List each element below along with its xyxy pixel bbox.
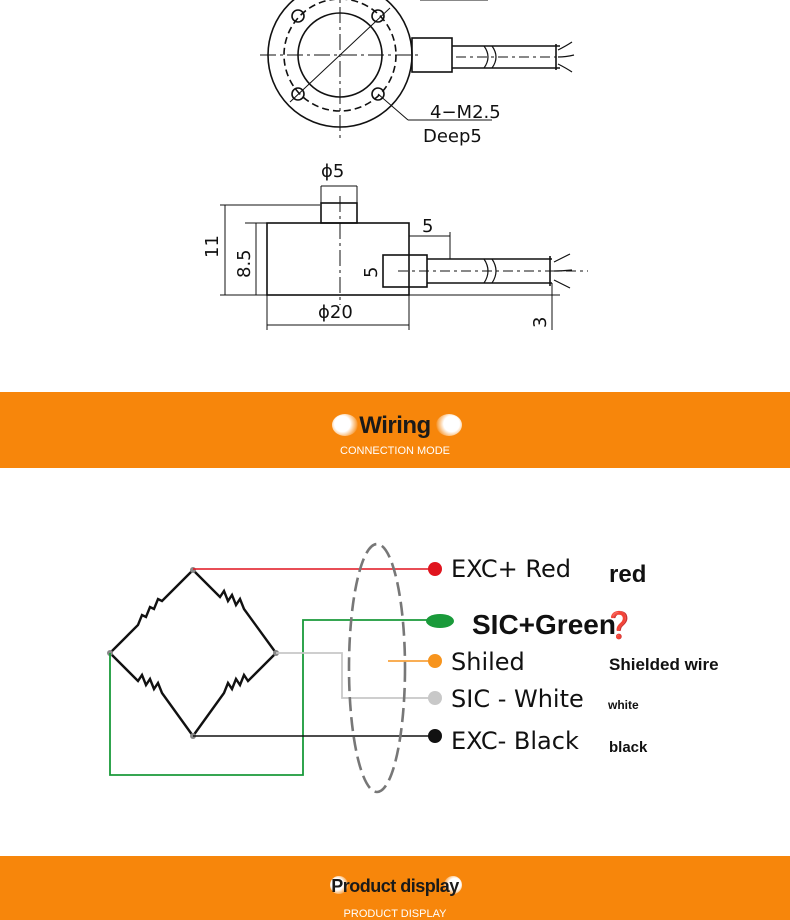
bolt-hole — [371, 87, 385, 101]
wiring-title: Wiring — [359, 412, 431, 439]
wiring-diagram: EXC+ Red SIC+Green Shiled SIC - White EX… — [0, 468, 790, 856]
depth-note: Deep5 — [423, 126, 482, 147]
wire-label-red: EXC+ Red — [451, 555, 571, 583]
terminal-dot-green — [426, 614, 454, 628]
technical-drawing: 4−M2.5 Deep5 ϕ5 11 8.5 5 5 ϕ20 3 — [0, 0, 790, 392]
translation-black: black — [609, 739, 648, 756]
bolt-hole — [291, 9, 305, 23]
wire-green — [109, 619, 436, 776]
swirl-left-icon — [330, 876, 348, 894]
dim-cable-height: 5 — [361, 267, 382, 278]
bolt-hole — [291, 87, 305, 101]
terminal-dot-white — [428, 691, 442, 705]
dim-height-total: 11 — [202, 235, 223, 258]
drawing-svg: 4−M2.5 Deep5 ϕ5 11 8.5 5 5 ϕ20 3 — [202, 0, 588, 330]
dim-body-diameter: ϕ20 — [318, 302, 353, 323]
dim-cable-offset: 5 — [422, 216, 433, 237]
product-display-subtitle: PRODUCT DISPLAY — [343, 908, 447, 920]
translation-red: red — [609, 561, 646, 588]
translation-green: ❓ — [603, 610, 635, 640]
dim-cable-gap: 3 — [530, 317, 551, 328]
wire-label-white: SIC - White — [451, 685, 584, 713]
bolt-hole — [371, 9, 385, 23]
wheatstone-bridge — [109, 569, 277, 737]
wire-white — [276, 652, 436, 699]
wiring-banner: Wiring CONNECTION MODE — [0, 392, 790, 468]
wiring-subtitle: CONNECTION MODE — [340, 445, 450, 457]
dim-height-body: 8.5 — [234, 249, 255, 278]
cable-shield-ellipse — [347, 542, 407, 794]
wire-label-black: EXC- Black — [451, 727, 579, 755]
swirl-left-icon — [332, 414, 358, 436]
thread-note: 4−M2.5 — [430, 102, 501, 123]
product-display-banner: Product display PRODUCT DISPLAY — [0, 856, 790, 920]
translation-white: white — [607, 698, 639, 712]
terminal-dot-red — [428, 562, 442, 576]
product-display-title: Product display — [331, 876, 459, 896]
terminal-dot-black — [428, 729, 442, 743]
wire-label-shield: Shiled — [451, 648, 525, 676]
dim-top-diameter: ϕ5 — [321, 161, 344, 182]
terminal-dot-orange — [428, 654, 442, 668]
wire-label-green: SIC+Green — [472, 609, 616, 640]
wiring-svg: EXC+ Red SIC+Green Shiled SIC - White EX… — [107, 542, 719, 794]
translation-shield: Shielded wire — [609, 655, 719, 674]
